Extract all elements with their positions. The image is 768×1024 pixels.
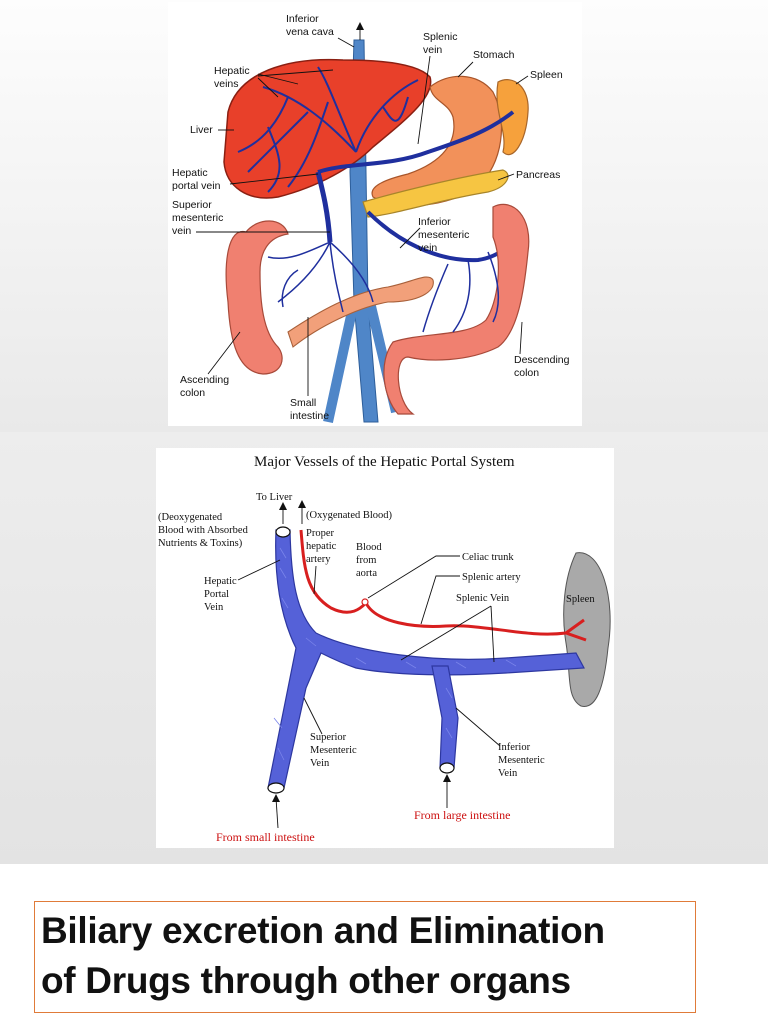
hepatic-vein-network: [237, 66, 419, 193]
label-spleen: Spleen: [515, 69, 563, 85]
label-splenic-vein: Splenic vein: [417, 31, 457, 145]
schematic-vein-openings: [267, 526, 455, 794]
svg-text:veins: veins: [214, 78, 239, 90]
portal-anatomy-svg: Inferior vena cava Splenic vein Stomach …: [172, 13, 570, 424]
svg-text:Mesenteric: Mesenteric: [310, 745, 357, 756]
proper-hepatic-artery-label: Proper hepatic artery: [306, 528, 337, 595]
svg-text:Pancreas: Pancreas: [516, 169, 560, 181]
svg-text:hepatic: hepatic: [306, 541, 337, 552]
imv-label: Inferior Mesenteric Vein: [455, 707, 545, 779]
svg-text:colon: colon: [514, 367, 539, 379]
label-ascending-colon: Ascending colon: [180, 331, 241, 399]
from-large-intestine-label: From large intestine: [414, 774, 510, 822]
svg-text:From large intestine: From large intestine: [414, 808, 510, 822]
svg-text:artery: artery: [306, 554, 331, 565]
svg-text:Celiac trunk: Celiac trunk: [462, 552, 514, 563]
oxygenated-label: (Oxygenated Blood): [306, 510, 393, 521]
svg-text:Stomach: Stomach: [473, 49, 515, 61]
portal-vein-vessel: [315, 171, 333, 243]
svg-text:Ascending: Ascending: [180, 374, 229, 386]
svg-text:Mesenteric: Mesenteric: [498, 755, 545, 766]
svg-text:Liver: Liver: [190, 124, 213, 136]
label-small-intestine: Small intestine: [290, 317, 329, 422]
to-liver-label: To Liver: [256, 492, 293, 503]
to-liver-arrowheads: [279, 500, 306, 510]
svg-text:Portal: Portal: [204, 589, 229, 600]
svg-text:(Deoxygenated: (Deoxygenated: [158, 512, 223, 523]
smv-label: Superior Mesenteric Vein: [303, 697, 357, 769]
portal-anatomy-figure: Inferior vena cava Splenic vein Stomach …: [168, 2, 582, 426]
hepatic-portal-vein-label: Hepatic Portal Vein: [204, 559, 281, 613]
label-stomach: Stomach: [457, 49, 515, 78]
svg-text:Proper: Proper: [306, 528, 334, 539]
svg-text:portal vein: portal vein: [172, 180, 221, 192]
slide-title-line-2: of Drugs through other organs: [41, 960, 571, 1001]
slide-title-line-1: Biliary excretion and Elimination: [41, 910, 605, 951]
label-liver: Liver: [190, 124, 234, 136]
svg-text:Vein: Vein: [498, 768, 518, 779]
svg-text:Splenic: Splenic: [423, 31, 457, 43]
small-intestine: [287, 276, 434, 348]
svg-text:Inferior: Inferior: [498, 742, 531, 753]
to-liver-arrows: [282, 506, 303, 524]
splenic-vein-vessel: [317, 110, 515, 174]
svg-text:Blood: Blood: [356, 542, 382, 553]
blood-from-aorta-label: Blood from aorta: [356, 542, 382, 579]
svg-text:Splenic artery: Splenic artery: [462, 572, 521, 583]
svg-text:Blood with Absorbed: Blood with Absorbed: [158, 525, 249, 536]
label-hepatic-portal: Hepatic portal vein: [172, 167, 319, 192]
svg-text:Splenic Vein: Splenic Vein: [456, 593, 510, 604]
svg-text:colon: colon: [180, 387, 205, 399]
svg-text:aorta: aorta: [356, 568, 377, 579]
svg-text:from: from: [356, 555, 376, 566]
svg-text:Nutrients & Toxins): Nutrients & Toxins): [158, 538, 243, 549]
splenic-artery-label: Splenic artery: [420, 572, 521, 625]
spleen-shape: [496, 79, 529, 156]
svg-text:Hepatic: Hepatic: [204, 576, 237, 587]
svg-text:intestine: intestine: [290, 410, 329, 422]
svg-text:Small: Small: [290, 397, 316, 409]
svg-text:Hepatic: Hepatic: [172, 167, 208, 179]
svg-text:Inferior: Inferior: [418, 216, 451, 228]
celiac-trunk-label: Celiac trunk: [367, 552, 514, 599]
svg-text:vein: vein: [418, 242, 437, 254]
label-hepatic-veins: Hepatic veins: [214, 65, 334, 98]
label-descending-colon: Descending colon: [514, 321, 570, 379]
svg-text:mesenteric: mesenteric: [418, 229, 469, 241]
svg-text:Spleen: Spleen: [530, 69, 563, 81]
schematic-vein-tree: [267, 529, 585, 789]
schematic-vein-texture: [273, 547, 517, 761]
schematic-spleen-label: Spleen: [566, 594, 595, 605]
label-smv: Superior mesenteric vein: [172, 199, 330, 237]
pancreas-shape: [362, 169, 509, 218]
slide-title-box: Biliary excretion and Elimination of Dru…: [34, 901, 696, 1013]
label-pancreas: Pancreas: [497, 169, 560, 181]
svg-text:Superior: Superior: [172, 199, 212, 211]
ascending-colon: [225, 220, 289, 375]
splenic-vein-label: Splenic Vein: [400, 593, 510, 663]
svg-text:Descending: Descending: [514, 354, 570, 366]
svg-text:vena cava: vena cava: [286, 26, 334, 38]
mesenteric-network: [267, 241, 500, 333]
deoxygenated-label: (Deoxygenated Blood with Absorbed Nutrie…: [158, 512, 249, 549]
schematic-title: Major Vessels of the Hepatic Portal Syst…: [254, 454, 515, 470]
schematic-artery: [299, 529, 587, 642]
svg-text:From small intestine: From small intestine: [216, 830, 315, 844]
svg-text:Vein: Vein: [310, 758, 330, 769]
svg-text:Vein: Vein: [204, 602, 224, 613]
svg-text:Inferior: Inferior: [286, 13, 319, 25]
svg-text:vein: vein: [172, 225, 191, 237]
portal-schematic-svg: Major Vessels of the Hepatic Portal Syst…: [158, 454, 611, 844]
svg-text:Hepatic: Hepatic: [214, 65, 250, 77]
aorta-origin-dot: [361, 598, 369, 606]
label-ivc: Inferior vena cava: [286, 13, 364, 48]
descending-colon: [383, 203, 530, 415]
portal-schematic-figure: Major Vessels of the Hepatic Portal Syst…: [156, 448, 614, 848]
from-small-intestine-label: From small intestine: [216, 794, 315, 844]
label-imv: Inferior mesenteric vein: [399, 216, 469, 254]
svg-text:vein: vein: [423, 44, 442, 56]
svg-text:Superior: Superior: [310, 732, 347, 743]
svg-text:mesenteric: mesenteric: [172, 212, 223, 224]
